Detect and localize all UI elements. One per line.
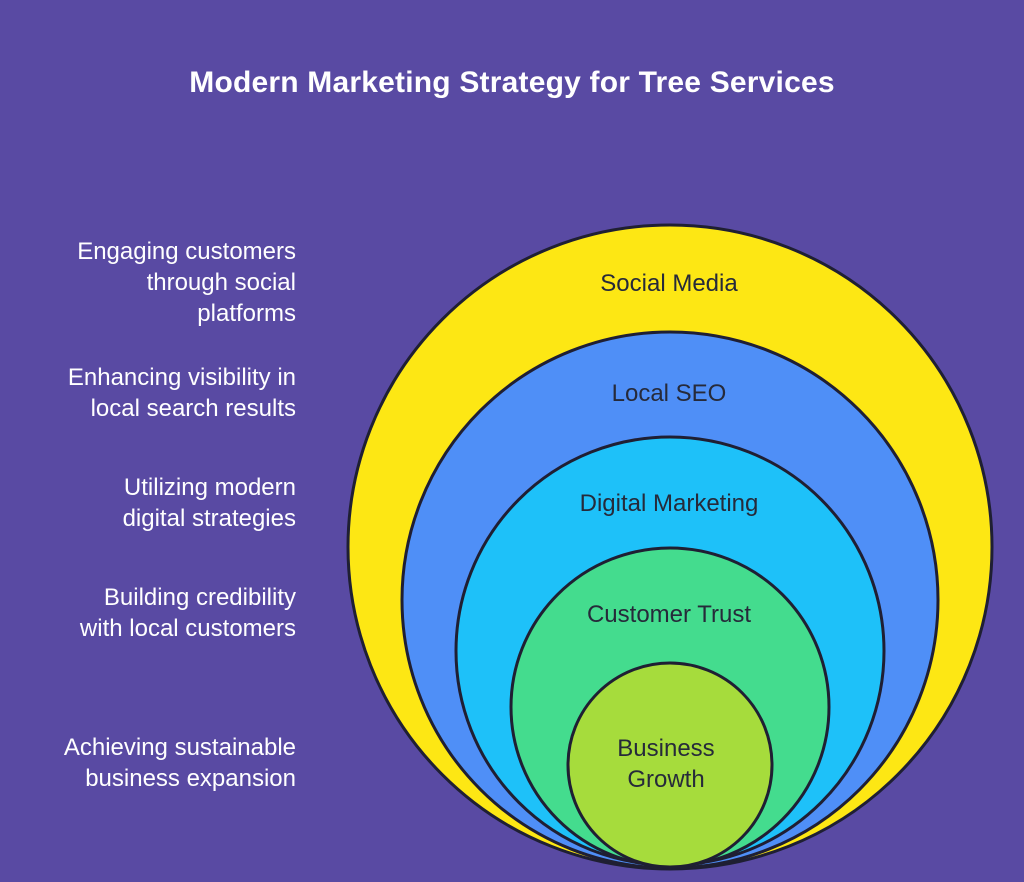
description-line: through social	[146, 269, 296, 296]
description-line: local search results	[90, 395, 296, 422]
description-line: platforms	[197, 300, 296, 327]
label-business-growth-line-2: Growth	[627, 766, 704, 793]
description-line: Enhancing visibility in	[67, 364, 296, 391]
description-line: with local customers	[79, 615, 296, 642]
description-line: digital strategies	[122, 505, 296, 532]
label-digital-marketing: Digital Marketing	[580, 490, 759, 517]
label-local-seo: Local SEO	[612, 380, 727, 407]
description-customer-trust: Building credibility with local customer…	[0, 582, 296, 644]
description-business-growth: Achieving sustainable business expansion	[0, 732, 296, 794]
ring-business-growth	[566, 661, 774, 869]
description-line: Building credibility	[103, 584, 296, 611]
description-line: Engaging customers	[77, 238, 296, 265]
label-social-media: Social Media	[600, 270, 738, 297]
diagram-title: Modern Marketing Strategy for Tree Servi…	[189, 66, 835, 99]
label-customer-trust: Customer Trust	[587, 601, 751, 628]
description-line: Utilizing modern	[123, 474, 296, 501]
description-line: Achieving sustainable	[63, 734, 296, 761]
description-line: business expansion	[85, 765, 296, 792]
description-social-media: Engaging customers through social platfo…	[0, 236, 296, 329]
description-local-seo: Enhancing visibility in local search res…	[0, 362, 296, 424]
label-business-growth-line-1: Business	[617, 735, 714, 762]
description-digital-marketing: Utilizing modern digital strategies	[0, 472, 296, 534]
